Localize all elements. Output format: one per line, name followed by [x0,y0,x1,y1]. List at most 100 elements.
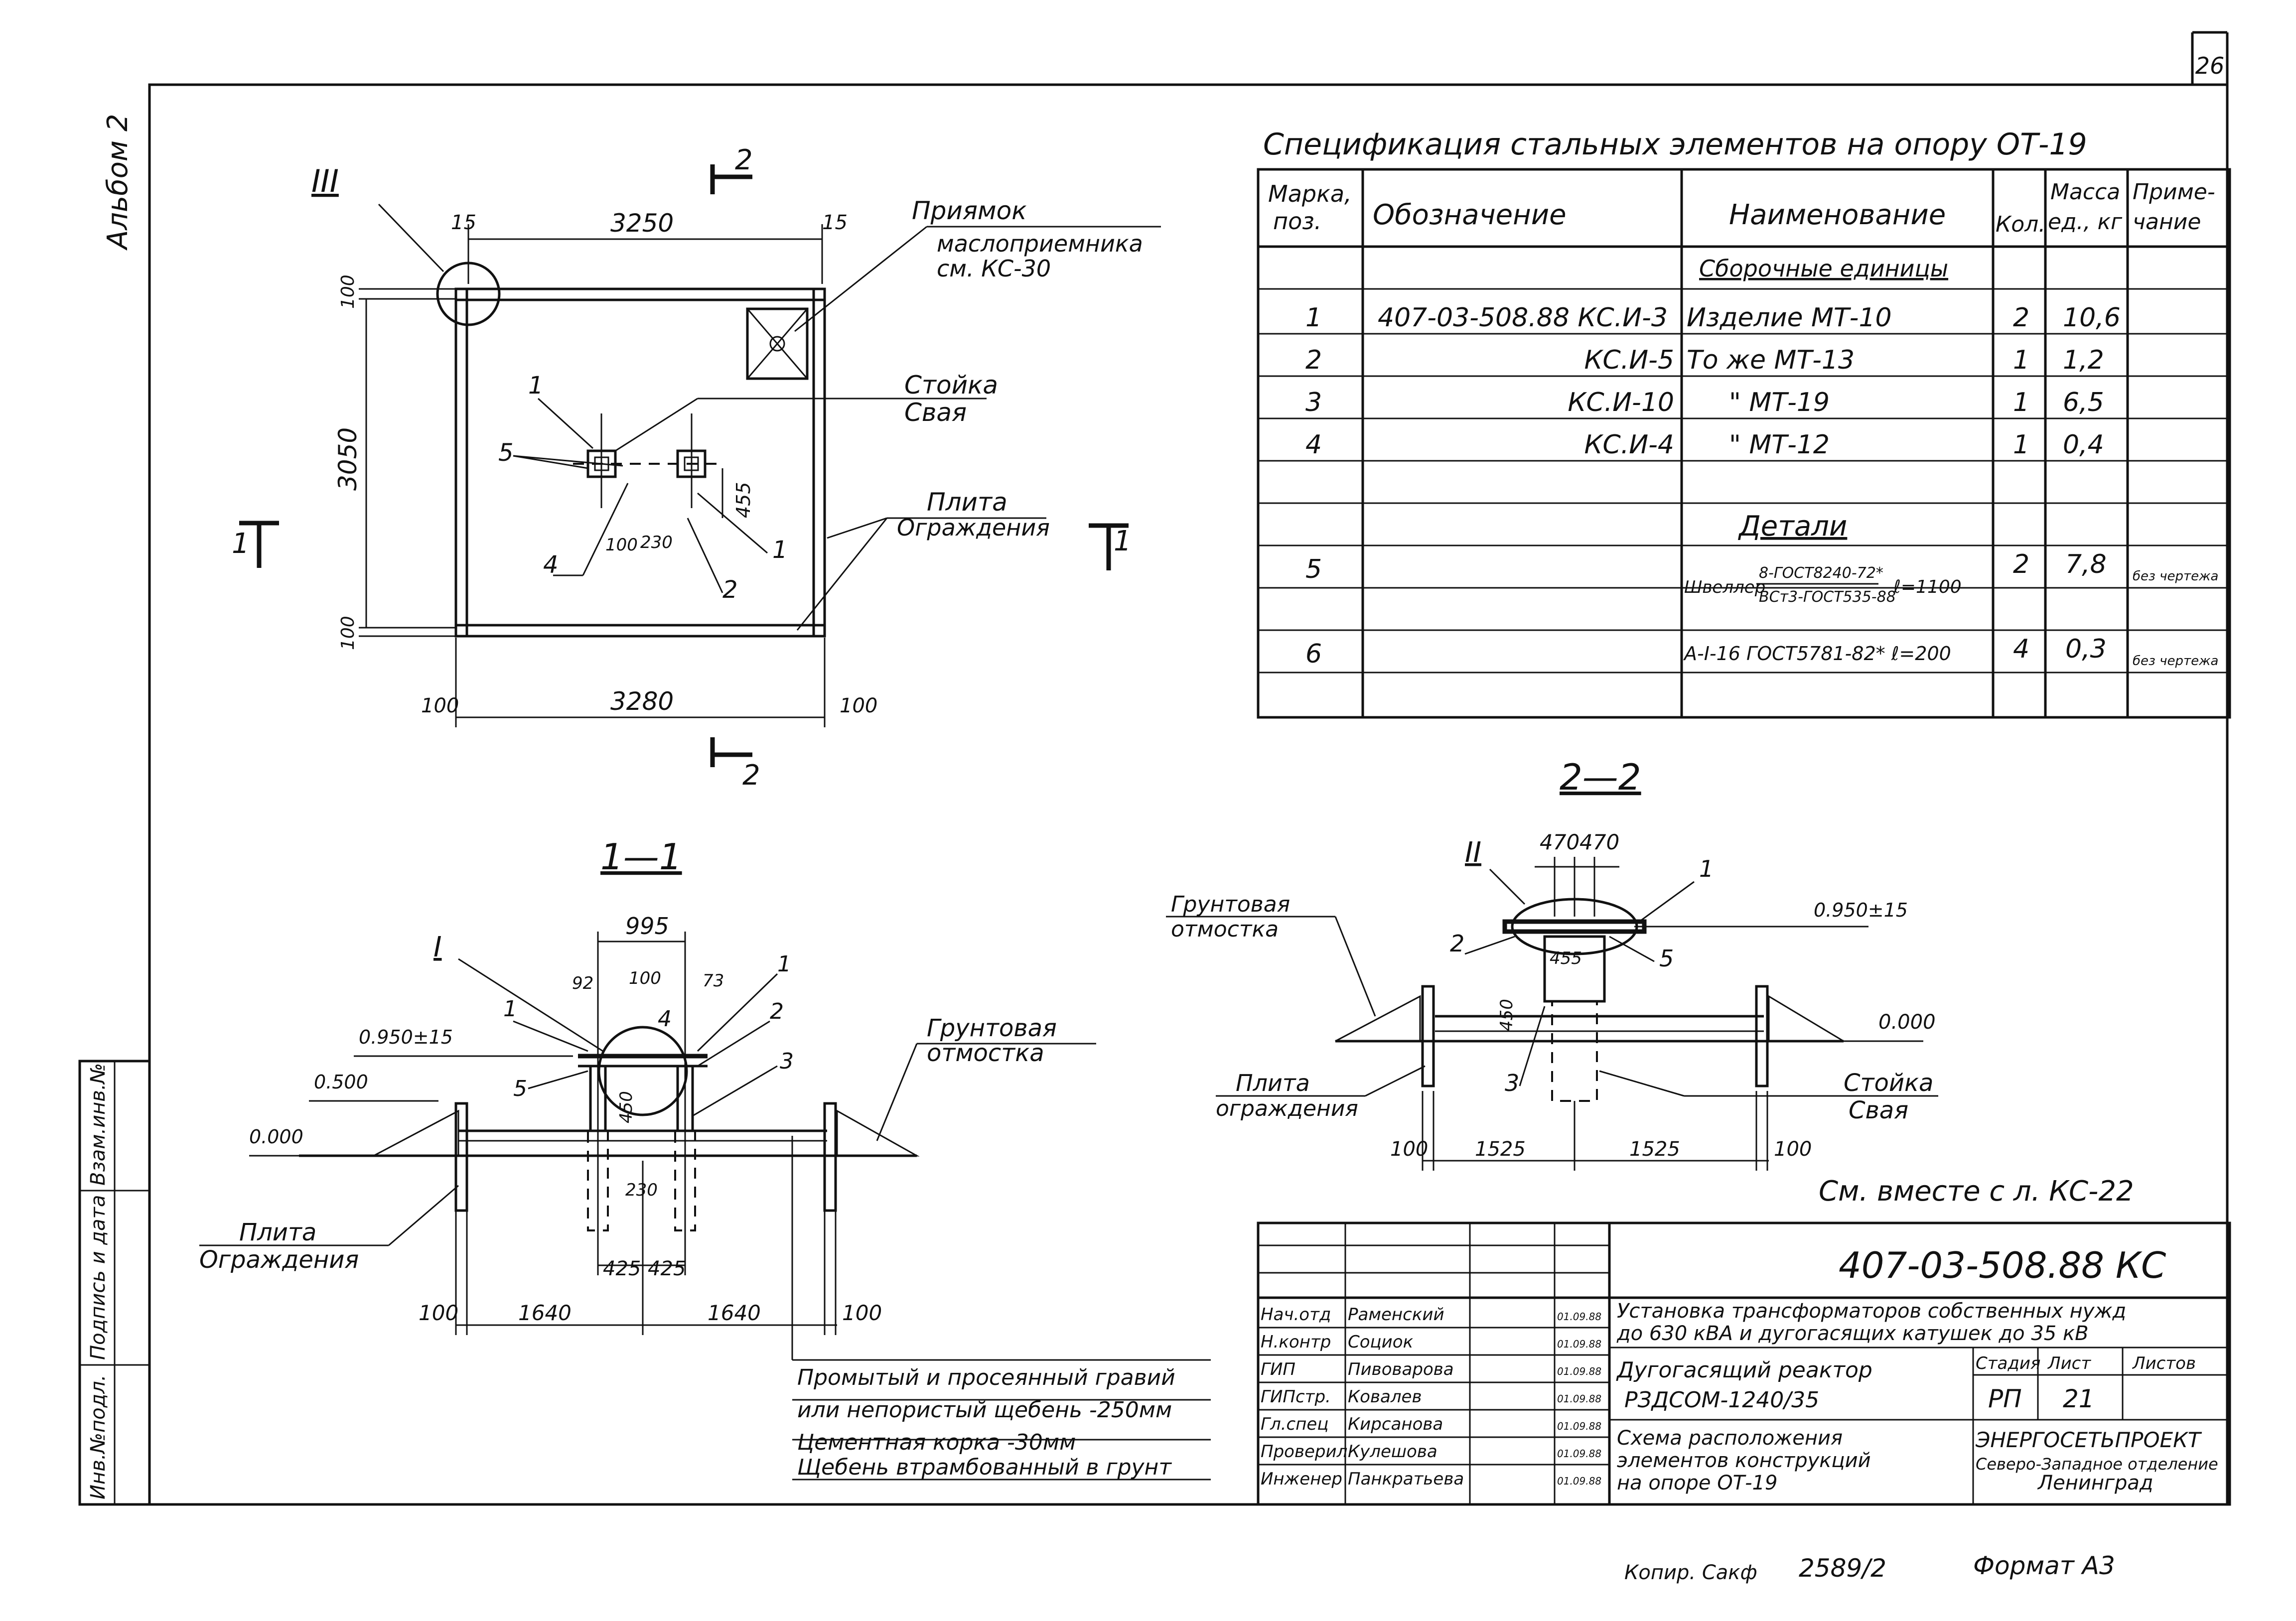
staff-role-0: Нач.отд [1261,1305,1331,1325]
stamp-project-1: Установка трансформаторов собственных ну… [1617,1300,2126,1323]
sec22-level-0950: 0.950±15 [1814,899,1908,921]
row1-mark: 1 [1305,303,1322,333]
staff-date-0: 01.09.88 [1557,1311,1601,1323]
dim-3050: 3050 [333,427,362,491]
sec11-dim-995: 995 [625,913,669,940]
row5-mass: 7,8 [2065,549,2107,579]
staff-date-6: 01.09.88 [1557,1475,1601,1487]
sec22-blind1: Грунтовая [1171,892,1290,917]
sec11-dim-450: 450 [616,1091,636,1123]
title-block: 407-03-508.88 КС Нач.отд Раменский 01.09… [1257,1221,2231,1506]
footer-format: Формат А3 [1973,1551,2115,1580]
stamp-sheet-no: 21 [2063,1384,2095,1413]
see-also-note: См. вместе с л. КС-22 [1819,1175,2134,1208]
stamp-stage-label: Стадия [1976,1353,2040,1373]
row4-designation: КС.И-4 [1584,430,1674,460]
dim-15-left: 15 [451,211,476,234]
sec11-callout-I: I [433,931,442,963]
staff-role-3: ГИПстр. [1261,1387,1331,1407]
plan-sec1-right: 1 [1114,525,1132,557]
stamp-object-2: РЗДСОМ-1240/35 [1624,1387,1819,1413]
dim-100-tl: 100 [338,274,358,309]
page-number: 26 [2195,52,2225,79]
sec22-dim-455: 455 [1550,948,1582,968]
staff-name-6: Панкратьева [1348,1469,1464,1489]
dim-100-br: 100 [840,694,877,717]
row6-name: А-I-16 ГОСТ5781-82* ℓ=200 [1683,643,1951,665]
row4-qty: 1 [2013,430,2029,460]
plan-fence: Ограждения [897,514,1050,541]
sec11-pos5: 5 [513,1076,527,1101]
stamp-sheet-1: Схема расположения [1617,1427,1843,1450]
row1-qty: 2 [2013,303,2029,333]
staff-name-1: Социок [1348,1332,1414,1352]
dim-100-inner: 100 [605,535,638,555]
staff-role-1: Н.контр [1261,1332,1331,1352]
sec22-pile: Свая [1849,1096,1908,1124]
sec22-b1525a: 1525 [1475,1138,1526,1161]
hdr-designation: Обозначение [1373,199,1567,231]
row2-qty: 1 [2013,345,2029,375]
sec22-b1525b: 1525 [1629,1138,1680,1161]
sec11-slab2: Ограждения [199,1246,359,1274]
staff-name-5: Кулешова [1348,1442,1437,1462]
sec11-b100b: 100 [842,1301,882,1325]
staff-date-5: 01.09.88 [1557,1448,1601,1460]
hdr-mark: Марка, [1268,180,1352,207]
sec22-callout-II: II [1465,836,1481,869]
sec22-pos2: 2 [1450,930,1464,957]
row2-name: То же МТ-13 [1687,345,1855,375]
dim-230: 230 [640,533,673,552]
sec22-dim-470a: 470 [1540,830,1579,854]
stamp-org2: Северо-Западное отделение [1976,1455,2218,1474]
side-inv-orig: Инв.№подл. [87,1374,110,1499]
side-inv-replace: Взам.инв.№ [87,1063,110,1186]
row3-qty: 1 [2013,388,2029,417]
layer-3: Цементная корка -30мм [797,1430,1076,1455]
pit-line1: маслоприемника [937,230,1143,257]
sec11-b100a: 100 [419,1301,458,1325]
sec22-dim-470b: 470 [1579,830,1619,854]
row1-name: Изделие МТ-10 [1687,303,1892,333]
sec11-dim-92: 92 [572,973,593,993]
staff-date-1: 01.09.88 [1557,1338,1601,1350]
row2-mass: 1,2 [2063,345,2104,375]
sec11-title: 1—1 [600,836,682,878]
plan-pos5: 5 [498,439,514,467]
staff-role-6: Инженер [1261,1469,1342,1489]
plan-sec2-bottom: 2 [742,759,760,792]
row5-name-den: ВСт3-ГОСТ535-88 [1759,588,1896,606]
staff-date-3: 01.09.88 [1557,1393,1601,1405]
sheet-frame: 26 Альбом 2 [102,31,2229,1506]
row6-note: без чертежа [2133,654,2218,669]
hdr-mass: Масса [2050,179,2120,205]
dim-100-bl: 100 [421,694,459,717]
row5-name-suffix: ℓ=1100 [1893,577,1962,597]
sec22-pos5: 5 [1659,945,1674,972]
album-label: Альбом 2 [102,114,134,251]
sec22-slab2: ограждения [1216,1096,1358,1121]
sec11-level-0000: 0.000 [249,1126,303,1148]
sec11-dim-425a: 425 [603,1257,641,1280]
stamp-sheet-2: элементов конструкций [1617,1449,1871,1472]
staff-name-3: Ковалев [1348,1387,1422,1407]
row5-note: без чертежа [2133,569,2218,584]
dim-100-lb: 100 [338,616,358,650]
dim-3250: 3250 [610,209,674,238]
staff-date-2: 01.09.88 [1557,1365,1601,1377]
row4-mark: 4 [1305,430,1322,460]
sec11-blind1: Грунтовая [927,1014,1057,1042]
stamp-sheet-3: на опоре ОТ-19 [1617,1472,1777,1494]
row3-designation: КС.И-10 [1568,388,1674,417]
sec22-pos3: 3 [1505,1070,1519,1096]
row3-mark: 3 [1305,388,1322,417]
hdr-mass-2: ед., кг [2048,209,2123,235]
sec22-b100b: 100 [1774,1138,1812,1161]
section-details: Детали [1737,510,1847,542]
hdr-note-2: чание [2133,209,2201,235]
side-sign-date: Подпись и дата [87,1195,110,1360]
plan-pos1-bottom: 1 [772,536,788,564]
layer-2: или непористый щебень -250мм [797,1397,1172,1423]
row1-mass: 10,6 [2063,303,2121,333]
sec11-slab1: Плита [239,1218,316,1246]
